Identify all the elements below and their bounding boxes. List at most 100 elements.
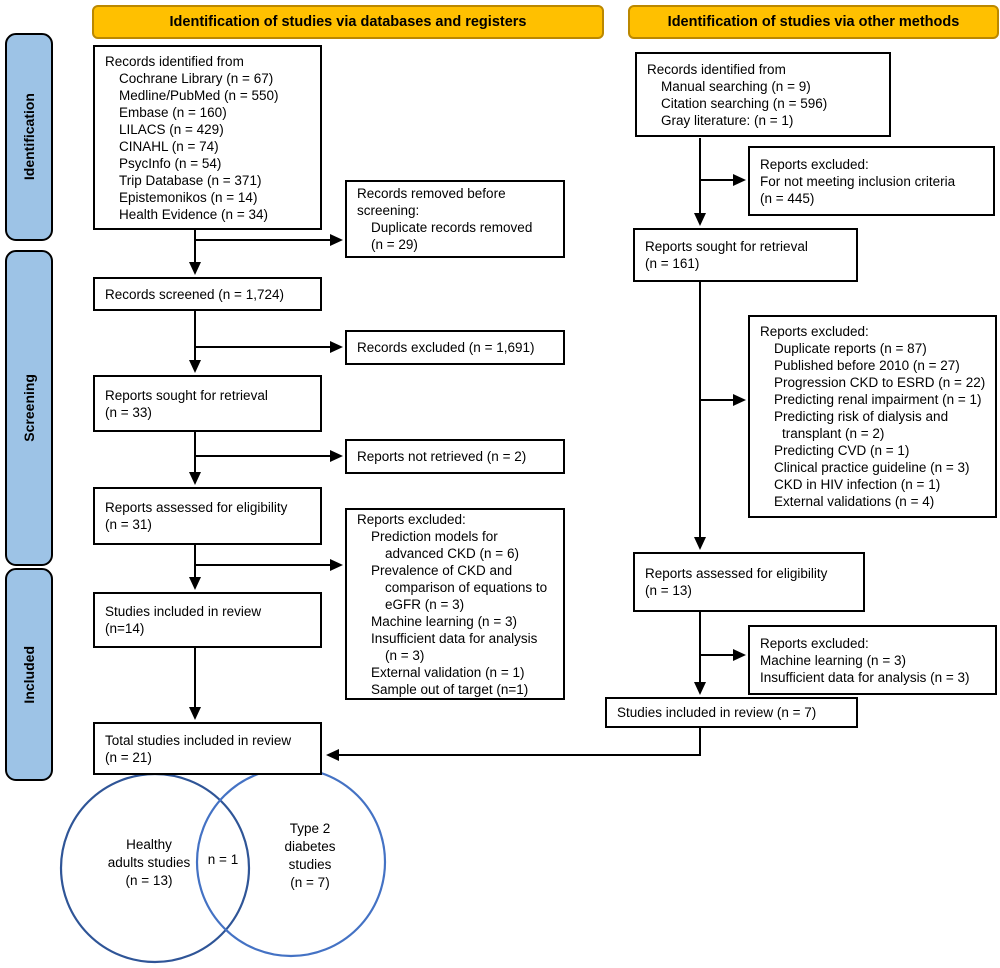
- text-line: (n = 33): [105, 404, 152, 420]
- text-line: (n = 13): [645, 583, 692, 598]
- text-line: Predicting renal impairment (n = 1): [774, 392, 982, 407]
- text-line: Insufficient data for analysis (n = 3): [760, 669, 970, 685]
- text-line: For not meeting inclusion criteria: [760, 173, 956, 189]
- box-records-identified-other: Records identified from Manual searching…: [635, 52, 891, 137]
- box-studies-included-14: Studies included in review (n=14): [93, 592, 322, 648]
- text-line: Healthy: [126, 837, 172, 852]
- box-reports-sought-161: Reports sought for retrieval (n = 161): [633, 228, 858, 282]
- phase-tab-screening: Screening: [5, 250, 53, 566]
- text-line: CKD in HIV infection (n = 1): [774, 477, 941, 492]
- phase-tab-identification: Identification: [5, 33, 53, 241]
- text-line: (n=14): [105, 621, 145, 636]
- text-line: Reports assessed for eligibility: [645, 566, 828, 581]
- text-line: Type 2: [289, 821, 331, 836]
- phase-tab-included: Included: [5, 568, 53, 781]
- text-line: Prevalence of CKD and: [371, 562, 513, 578]
- box-records-removed: Records removed before screening: Duplic…: [345, 180, 565, 258]
- text-line: Insufficient data for analysis: [371, 630, 538, 646]
- text-line: Progression CKD to ESRD (n = 22): [774, 375, 986, 390]
- header-label: Identification of studies via other meth…: [667, 14, 960, 30]
- box-records-screened: Records screened (n = 1,724): [93, 277, 322, 311]
- text-line: Trip Database (n = 371): [119, 172, 262, 188]
- arrow-included7-to-total: [326, 727, 701, 761]
- text-line: Studies included in review: [105, 604, 262, 619]
- text-line: Records identified from: [647, 61, 786, 77]
- text-line: (n = 161): [645, 256, 700, 271]
- text-line: Clinical practice guideline (n = 3): [774, 460, 970, 475]
- text-line: LILACS (n = 429): [119, 121, 224, 137]
- text-line: diabetes: [284, 839, 336, 854]
- text-line: comparison of equations to: [385, 579, 548, 595]
- text-line: (n = 3): [385, 647, 425, 663]
- text-line: Health Evidence (n = 34): [119, 206, 268, 222]
- box-reports-sought-33: Reports sought for retrieval (n = 33): [93, 375, 322, 432]
- text-line: External validation (n = 1): [371, 664, 525, 680]
- text-line: Sample out of target (n=1): [371, 681, 529, 697]
- box-records-excluded: Records excluded (n = 1,691): [345, 330, 565, 365]
- text-line: adults studies: [107, 855, 191, 870]
- text-line: Manual searching (n = 9): [661, 78, 811, 94]
- text-line: Cochrane Library (n = 67): [119, 70, 274, 86]
- text-line: (n = 7): [290, 875, 330, 890]
- phase-tab-label: Identification: [21, 93, 37, 181]
- text-line: Reports excluded:: [357, 511, 466, 527]
- text-line: Reports sought for retrieval: [645, 239, 808, 254]
- text-line: Total studies included in review: [105, 732, 292, 748]
- text-line: Medline/PubMed (n = 550): [119, 87, 279, 103]
- text-line: Prediction models for: [371, 528, 498, 544]
- text-line: (n = 21): [105, 749, 152, 765]
- text-line: PsycInfo (n = 54): [119, 155, 222, 171]
- text-line: studies: [288, 857, 332, 872]
- box-reports-assessed-31: Reports assessed for eligibility (n = 31…: [93, 487, 322, 545]
- text-line: eGFR (n = 3): [385, 596, 465, 612]
- venn-label-healthy-adults: Healthy adults studies (n = 13): [88, 836, 210, 890]
- text-line: (n = 13): [125, 873, 173, 888]
- box-reports-assessed-13: Reports assessed for eligibility (n = 13…: [633, 552, 865, 612]
- phase-tab-label: Included: [21, 645, 37, 704]
- text-line: n = 1: [207, 852, 239, 867]
- text-line: Reports excluded:: [760, 324, 869, 339]
- text-line: Published before 2010 (n = 27): [774, 358, 960, 373]
- text-line: Predicting risk of dialysis and: [774, 409, 949, 424]
- text-line: advanced CKD (n = 6): [385, 545, 519, 561]
- text-line: CINAHL (n = 74): [119, 138, 219, 154]
- text-line: (n = 31): [105, 517, 152, 532]
- text-line: transplant (n = 2): [782, 426, 885, 441]
- box-records-identified-databases: Records identified from Cochrane Library…: [93, 45, 322, 230]
- box-total-studies-included: Total studies included in review (n = 21…: [93, 722, 322, 775]
- text-line: Gray literature: (n = 1): [661, 112, 794, 128]
- box-studies-included-7: Studies included in review (n = 7): [605, 697, 858, 728]
- phase-tab-label: Screening: [21, 374, 37, 442]
- text-line: Machine learning (n = 3): [371, 613, 517, 629]
- text-line: Epistemonikos (n = 14): [119, 189, 258, 205]
- text-line: Studies included in review (n = 7): [617, 705, 817, 720]
- box-reports-not-retrieved: Reports not retrieved (n = 2): [345, 439, 565, 474]
- header-other-methods: Identification of studies via other meth…: [628, 5, 999, 39]
- box-reports-excluded-445: Reports excluded: For not meeting inclus…: [748, 146, 995, 216]
- text-line: Reports sought for retrieval: [105, 387, 268, 403]
- text-line: Citation searching (n = 596): [661, 95, 828, 111]
- text-line: Machine learning (n = 3): [760, 652, 906, 668]
- venn-label-type2-diabetes: Type 2 diabetes studies (n = 7): [255, 820, 365, 892]
- text-line: Reports excluded:: [760, 156, 869, 172]
- text-line: Reports not retrieved (n = 2): [357, 449, 527, 464]
- text-line: screening:: [357, 203, 420, 218]
- text-line: Records removed before: [357, 186, 506, 201]
- box-reports-excluded-ml: Reports excluded: Machine learning (n = …: [748, 625, 997, 695]
- text-line: Records screened (n = 1,724): [105, 286, 284, 302]
- text-line: Duplicate reports (n = 87): [774, 341, 927, 356]
- box-reports-excluded-right: Reports excluded: Duplicate reports (n =…: [748, 315, 997, 518]
- text-line: Records excluded (n = 1,691): [357, 340, 535, 355]
- venn-label-intersection: n = 1: [200, 851, 246, 869]
- header-label: Identification of studies via databases …: [169, 14, 527, 30]
- header-databases-registers: Identification of studies via databases …: [92, 5, 604, 39]
- text-line: (n = 445): [760, 190, 815, 206]
- text-line: Reports excluded:: [760, 635, 869, 651]
- text-line: Predicting CVD (n = 1): [774, 443, 910, 458]
- text-line: Duplicate records removed: [371, 220, 533, 235]
- text-line: (n = 29): [371, 237, 418, 252]
- text-line: Reports assessed for eligibility: [105, 500, 288, 515]
- box-reports-excluded-left: Reports excluded: Prediction models for …: [345, 508, 565, 700]
- text-line: Embase (n = 160): [119, 104, 227, 120]
